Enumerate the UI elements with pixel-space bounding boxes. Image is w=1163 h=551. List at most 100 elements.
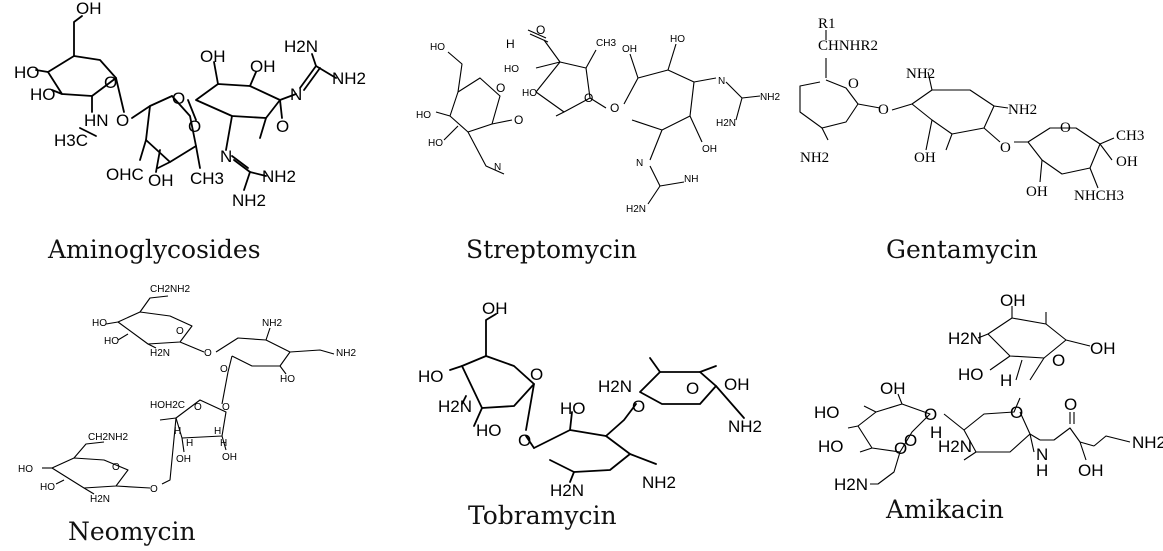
atom-label: H2N bbox=[284, 37, 318, 56]
atom-label: O bbox=[1000, 140, 1011, 156]
atom-label: O bbox=[220, 364, 228, 375]
atom-label: H2N bbox=[550, 481, 584, 500]
atom-label: H bbox=[506, 37, 515, 51]
molecule-label-amikacin: Amikacin bbox=[885, 495, 1004, 524]
atom-label: OH bbox=[1026, 184, 1048, 200]
molecule-aminoglycosides: OH HO HO HN H3C O O OHC OH CH3 O OH OH N… bbox=[14, 0, 366, 210]
atom-label: OH bbox=[1116, 154, 1138, 170]
atom-label: N bbox=[636, 158, 643, 169]
atom-label: CH3 bbox=[190, 169, 224, 188]
atom-label: O bbox=[188, 117, 201, 136]
atom-label: NH2 bbox=[1008, 102, 1037, 118]
atom-label: H2N bbox=[438, 397, 472, 416]
atom-label: H bbox=[1036, 461, 1048, 480]
atom-label: OH bbox=[250, 57, 276, 76]
atom-label: HO bbox=[670, 34, 685, 45]
atom-label: O bbox=[530, 365, 543, 384]
atom-label: O bbox=[904, 431, 917, 450]
atom-label: HO bbox=[522, 88, 537, 99]
structure-neomycin bbox=[42, 295, 335, 495]
atom-label: OH bbox=[200, 47, 226, 66]
atom-label: H2N bbox=[948, 329, 982, 348]
structure-gentamycin bbox=[799, 30, 1115, 189]
atom-label: H bbox=[930, 423, 942, 442]
atom-label: NH2 bbox=[332, 69, 366, 88]
atom-label: O bbox=[632, 397, 645, 416]
atom-label: OH bbox=[1078, 461, 1104, 480]
molecule-label-neomycin: Neomycin bbox=[68, 517, 196, 546]
atom-label: HO bbox=[40, 482, 55, 493]
atom-label: O bbox=[610, 101, 619, 115]
molecule-label-aminoglycosides: Aminoglycosides bbox=[47, 235, 261, 264]
atom-label: HO bbox=[416, 110, 431, 121]
molecule-gentamycin: R1 CHNHR2 O NH2 NH2 O NH2 OH O O CH3 OH … bbox=[799, 16, 1144, 204]
molecule-amikacin: H2N OH OH HO O H O OH HO O H O H2N HO O … bbox=[814, 291, 1163, 494]
structure-amikacin bbox=[847, 306, 1131, 485]
atom-label: NH2 bbox=[262, 167, 296, 186]
atom-label: HO bbox=[14, 63, 40, 82]
atom-label: O bbox=[116, 111, 129, 130]
atom-label: N bbox=[718, 76, 725, 87]
atom-label: HO bbox=[560, 399, 586, 418]
structure-tobramycin bbox=[449, 313, 745, 483]
atom-label: HO bbox=[18, 464, 33, 475]
atom-label: HO bbox=[418, 367, 444, 386]
atom-label: H2N bbox=[598, 377, 632, 396]
atom-label: OH bbox=[724, 375, 750, 394]
atom-label: H2N bbox=[626, 204, 646, 215]
molecule-tobramycin: OH O HO H2N HO O HO H2N H2N OH O NH2 NH2… bbox=[418, 299, 762, 500]
atom-label: O bbox=[518, 431, 531, 450]
atom-label: CHNHR2 bbox=[818, 38, 878, 54]
atom-label: O bbox=[104, 73, 117, 92]
atom-label: OHC bbox=[106, 165, 144, 184]
atom-label: NH2 bbox=[800, 150, 829, 166]
atom-label: OH bbox=[76, 0, 102, 18]
atom-label: N bbox=[494, 162, 501, 173]
atom-label: OH bbox=[702, 144, 717, 155]
atom-label: NH2 bbox=[728, 417, 762, 436]
atom-label: O bbox=[894, 439, 907, 458]
atom-label: HO bbox=[818, 437, 844, 456]
atom-label: HO bbox=[92, 318, 107, 329]
atom-label: O bbox=[112, 462, 120, 473]
atom-label: NH2 bbox=[232, 191, 266, 210]
atom-label: CH3 bbox=[1116, 128, 1144, 144]
atom-label: O bbox=[1052, 351, 1065, 370]
atom-label: HO bbox=[430, 42, 445, 53]
atom-label: OH bbox=[1000, 291, 1026, 310]
atom-label: N bbox=[290, 85, 302, 104]
atom-label: O bbox=[222, 402, 230, 413]
atom-label: O bbox=[536, 23, 545, 37]
atom-label: HO bbox=[30, 85, 56, 104]
atom-label: H2N bbox=[90, 494, 110, 505]
molecule-streptomycin: H O CH3 HO HO OH O HO O O N NH2 H2N OH N… bbox=[416, 23, 780, 215]
atom-label: NHCH3 bbox=[1074, 188, 1124, 204]
atom-label: O bbox=[496, 81, 505, 95]
atom-label: H2N bbox=[834, 475, 868, 494]
atom-label: R1 bbox=[818, 16, 836, 32]
atom-label: O bbox=[848, 76, 859, 92]
atom-label: NH2 bbox=[1132, 433, 1163, 452]
atom-label: O bbox=[878, 102, 889, 118]
atom-label: HO bbox=[280, 374, 295, 385]
atom-label: O bbox=[1060, 120, 1071, 136]
atom-label: OH bbox=[222, 452, 237, 463]
atom-label: HOH2C bbox=[150, 400, 185, 411]
atom-label: OH bbox=[622, 44, 637, 55]
atom-label: HO bbox=[476, 421, 502, 440]
atom-label: NH2 bbox=[906, 66, 935, 82]
atom-label: HO bbox=[428, 138, 443, 149]
atom-label: O bbox=[194, 402, 202, 413]
atom-label: OH bbox=[148, 171, 174, 190]
atom-label: H3C bbox=[54, 131, 88, 150]
atom-label: H bbox=[220, 438, 227, 449]
atom-label: H bbox=[174, 426, 181, 437]
atom-label: H2N bbox=[150, 348, 170, 359]
molecule-label-gentamycin: Gentamycin bbox=[886, 235, 1038, 264]
atom-label: NH2 bbox=[642, 473, 676, 492]
molecule-neomycin: CH2NH2 HO HO H2N O O NH2 NH2 HO O HOH2C … bbox=[18, 284, 356, 505]
atom-label: O bbox=[276, 117, 289, 136]
atom-label: HO bbox=[104, 336, 119, 347]
atom-label: NH2 bbox=[760, 92, 780, 103]
atom-label: H2N bbox=[938, 437, 972, 456]
